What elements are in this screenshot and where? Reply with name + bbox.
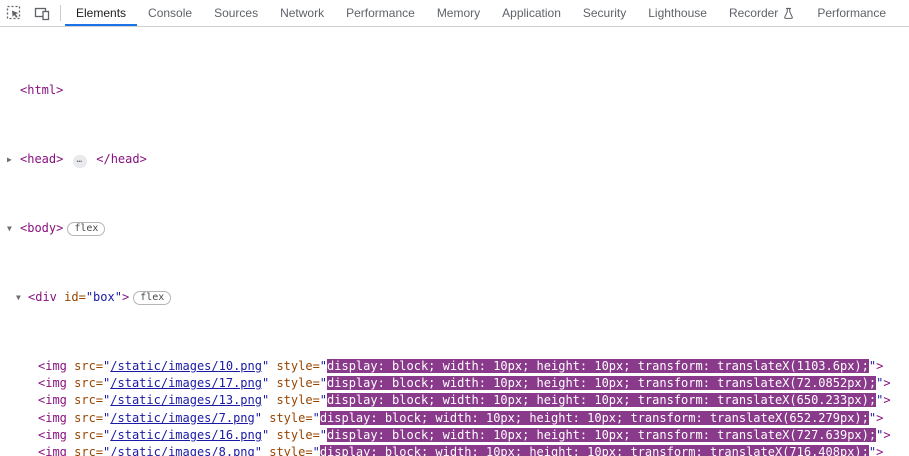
- img-src-link[interactable]: /static/images/10.png: [110, 358, 262, 373]
- img-src-link[interactable]: /static/images/13.png: [110, 393, 262, 408]
- tab-label: Recorder: [728, 6, 779, 20]
- img-src-link[interactable]: /static/images/7.png: [110, 410, 255, 425]
- toolbar-separator: [60, 5, 61, 21]
- div-open-tag: <div: [28, 289, 57, 304]
- tree-node-html[interactable]: <html>: [0, 82, 909, 99]
- tree-node-head[interactable]: ▶ <head> … </head>: [0, 151, 909, 168]
- tab-security[interactable]: Security: [572, 0, 637, 26]
- inspect-icon: [6, 5, 22, 21]
- expand-down-icon[interactable]: ▼: [7, 223, 12, 233]
- head-open-tag: <head>: [20, 151, 64, 166]
- highlighted-style-value: display: block; width: 10px; height: 10p…: [319, 410, 869, 425]
- tab-performance[interactable]: Performance: [335, 0, 426, 26]
- img-node-list: <img src="/static/images/10.png" style="…: [0, 358, 909, 456]
- tab-console[interactable]: Console: [137, 0, 203, 26]
- device-toolbar-icon: [34, 5, 50, 21]
- tab-label: Performance: [346, 6, 415, 20]
- device-toolbar-button[interactable]: [28, 0, 56, 26]
- highlighted-style-value: display: block; width: 10px; height: 10p…: [327, 393, 877, 408]
- flex-badge[interactable]: flex: [133, 290, 172, 305]
- tab-performance[interactable]: Performance: [806, 0, 897, 26]
- devtools-toolbar: Elements Console Sources Network Performance…: [0, 0, 909, 27]
- highlighted-style-value: display: block; width: 10px; height: 10p…: [327, 427, 877, 442]
- tree-node-img[interactable]: <img src="/static/images/13.png" style="…: [38, 393, 891, 408]
- img-src-link[interactable]: /static/images/8.png: [110, 445, 255, 456]
- tree-node-img[interactable]: <img src="/static/images/10.png" style="…: [38, 358, 884, 373]
- tab-recorder[interactable]: Recorder: [718, 0, 806, 26]
- tree-node-div-box[interactable]: ▼ <div id="box">flex: [0, 289, 909, 306]
- div-id-attr-name: id=: [56, 289, 86, 304]
- tab-label: Security: [582, 6, 627, 20]
- tree-node-img[interactable]: <img src="/static/images/7.png" style="d…: [38, 410, 884, 425]
- tab-label: Console: [148, 6, 193, 20]
- tab-lighthouse[interactable]: Lighthouse: [637, 0, 718, 26]
- div-id-attr-value: "box": [85, 289, 122, 304]
- tab-sources[interactable]: Sources: [203, 0, 269, 26]
- highlighted-style-value: display: block; width: 10px; height: 10p…: [327, 358, 869, 373]
- expand-down-icon[interactable]: ▼: [16, 292, 21, 302]
- tab-memory[interactable]: Memory: [426, 0, 491, 26]
- highlighted-style-value: display: block; width: 10px; height: 10p…: [319, 445, 869, 456]
- head-close-tag: </head>: [96, 151, 147, 166]
- inspect-element-button[interactable]: [0, 0, 28, 26]
- tab-label: Elements: [76, 6, 127, 20]
- tab-label: Performance: [817, 6, 887, 20]
- tab-application[interactable]: Application: [491, 0, 572, 26]
- img-src-link[interactable]: /static/images/17.png: [110, 376, 262, 390]
- highlighted-style-value: display: block; width: 10px; height: 10p…: [327, 376, 877, 390]
- flask-icon: [782, 7, 795, 20]
- tab-label: Network: [280, 6, 325, 20]
- tree-node-img[interactable]: <img src="/static/images/16.png" style="…: [38, 427, 891, 442]
- img-src-link[interactable]: /static/images/16.png: [110, 427, 262, 442]
- tree-node-img[interactable]: <img src="/static/images/17.png" style="…: [38, 376, 891, 390]
- collapsed-content-button[interactable]: …: [72, 154, 88, 168]
- panel-tabs: Elements Console Sources Network Performance…: [65, 0, 897, 26]
- tab-label: Application: [502, 6, 561, 20]
- tab-label: Sources: [214, 6, 259, 20]
- tab-network[interactable]: Network: [269, 0, 335, 26]
- body-open-tag: <body>: [20, 220, 64, 235]
- tab-label: Memory: [436, 6, 481, 20]
- tab-elements[interactable]: Elements: [65, 0, 138, 26]
- tab-label: Lighthouse: [648, 6, 707, 20]
- tree-node-img[interactable]: <img src="/static/images/8.png" style="d…: [0, 444, 909, 456]
- div-open-tag-end: >: [121, 289, 130, 304]
- flex-badge[interactable]: flex: [67, 221, 106, 236]
- elements-tree: <html> ▶<head> … </head> ▼<body>flex ▼<d…: [0, 27, 909, 456]
- tree-node-body[interactable]: ▼ <body>flex: [0, 220, 909, 237]
- expand-right-icon[interactable]: ▶: [7, 154, 12, 164]
- html-open-tag: <html>: [20, 82, 64, 97]
